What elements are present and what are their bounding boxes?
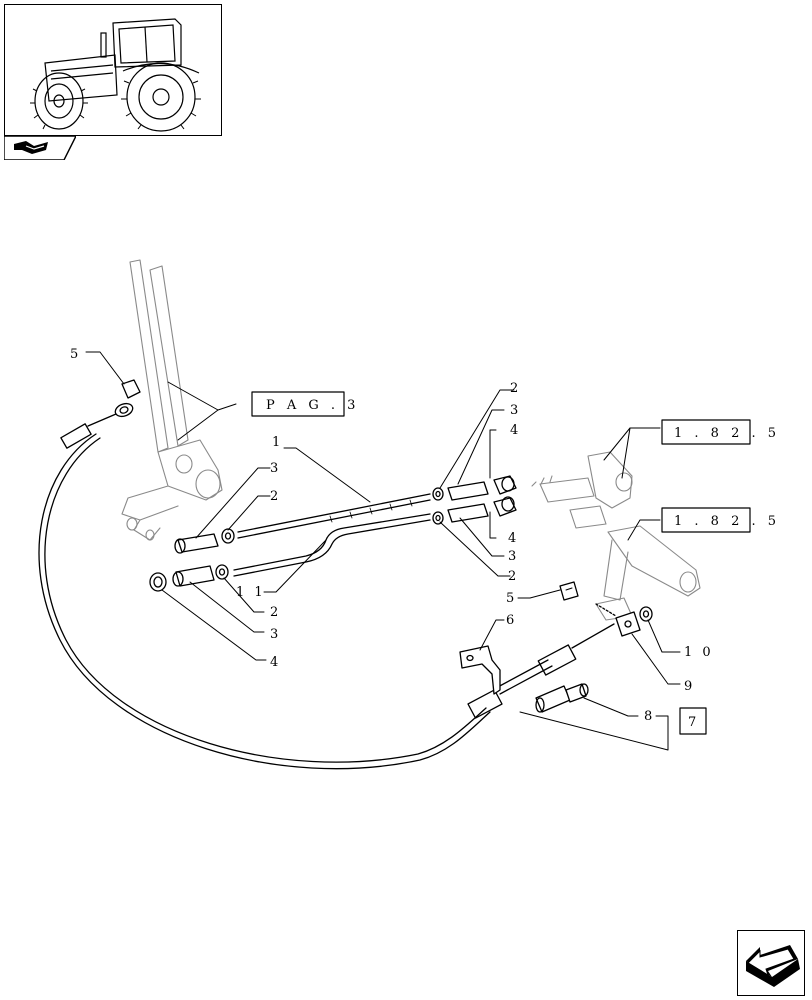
ref-1825-upper-label[interactable]: 1 . 8 2 . 5 xyxy=(674,426,780,441)
clip-5-top xyxy=(121,379,141,399)
sleeve-3-lower-left xyxy=(175,565,215,587)
nut-10 xyxy=(639,606,653,622)
clevis-9 xyxy=(615,611,641,637)
callout-3-mid-right: 3 xyxy=(508,549,519,564)
next-page-arrow-icon xyxy=(746,945,800,987)
sleeve-3-upper-right xyxy=(447,481,489,501)
ref-box-pag3 xyxy=(251,391,345,417)
ghost-bracket-upper xyxy=(531,451,633,529)
tractor-icon xyxy=(30,18,201,132)
callout-4-top-right: 4 xyxy=(510,423,521,438)
rod-1 xyxy=(237,493,431,539)
callout-2-upper-left: 2 xyxy=(270,489,281,504)
next-page-button[interactable] xyxy=(737,930,805,996)
callout-3-lower-left: 3 xyxy=(270,627,281,642)
nut-2-lower-right xyxy=(432,511,444,525)
callout-8: 8 xyxy=(644,709,655,724)
book-tab[interactable] xyxy=(3,135,78,161)
nut-2-upper-right xyxy=(432,487,444,501)
sleeve-3-lower-right xyxy=(447,503,489,523)
ref-box-1825-lower xyxy=(661,507,751,533)
ghost-bracket-lower xyxy=(595,525,701,621)
ghost-lever xyxy=(121,259,223,541)
callout-3-top-right: 3 xyxy=(510,403,521,418)
tractor-thumbnail xyxy=(4,4,222,136)
sleeve-3-upper-left xyxy=(177,533,219,553)
callout-10: 1 0 xyxy=(684,645,714,660)
nut-2-upper-left xyxy=(221,528,235,544)
nut-2-lower-left xyxy=(215,564,229,580)
bracket-6 xyxy=(459,645,501,695)
ref-1825-lower-label[interactable]: 1 . 8 2 . 5 xyxy=(674,514,780,529)
cap-4-upper-right xyxy=(493,475,517,495)
callout-3-upper-left: 3 xyxy=(270,461,281,476)
callout-9: 9 xyxy=(684,679,695,694)
ref-7-label[interactable]: 7 xyxy=(688,715,700,730)
rod-11 xyxy=(233,513,431,577)
ref-box-1825-upper xyxy=(661,419,751,445)
cap-4-lower-right xyxy=(493,497,517,517)
callout-2-lower-left: 2 xyxy=(270,605,281,620)
callout-4-lower-left: 4 xyxy=(270,655,281,670)
callout-5-top: 5 xyxy=(70,347,81,362)
clip-5-right xyxy=(559,581,579,601)
ref-pag3-label[interactable]: P A G . 3 xyxy=(266,398,359,413)
callout-11: 1 1 xyxy=(236,585,266,600)
callout-5-right: 5 xyxy=(506,591,517,606)
callout-1: 1 xyxy=(272,435,283,450)
ref-box-7 xyxy=(679,707,707,735)
control-cable xyxy=(38,402,615,770)
callout-6: 6 xyxy=(506,613,517,628)
callout-2-mid-right: 2 xyxy=(508,569,519,584)
adjuster-8 xyxy=(535,683,589,713)
callout-4-mid-right: 4 xyxy=(508,531,519,546)
book-icon xyxy=(3,135,78,161)
cap-4-lower-left xyxy=(149,572,167,592)
callout-2-top-right: 2 xyxy=(510,381,521,396)
